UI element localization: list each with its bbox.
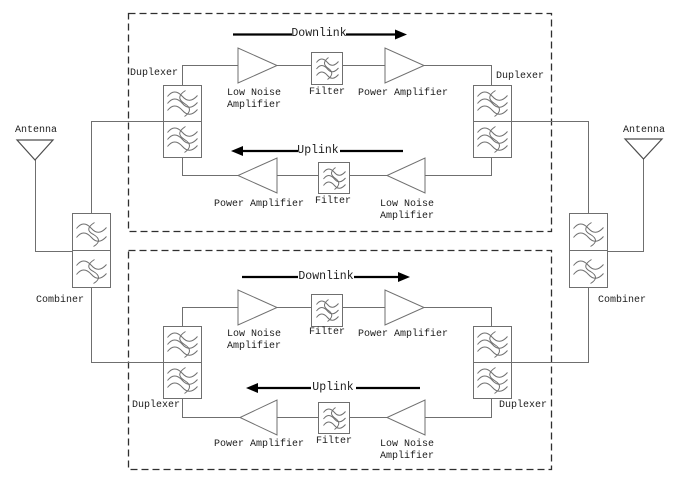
duplexer-label-bottom-left: Duplexer <box>131 400 181 411</box>
duplexer-label-bottom-right: Duplexer <box>498 400 548 411</box>
pa-label-bottom-uplink: Power Amplifier <box>213 439 305 450</box>
lna-icon-bottom-uplink <box>385 399 426 436</box>
duplexer-box-top-right <box>473 85 512 158</box>
antenna-right-label: Antenna <box>622 125 666 136</box>
combiner-box-left <box>72 213 111 288</box>
wire-right-combiner-to-bottom-duplexer <box>511 287 589 363</box>
downlink-label-bottom: Downlink <box>298 270 354 283</box>
lna-icon-bottom-downlink <box>237 289 279 326</box>
filter-label-bottom-downlink: Filter <box>308 327 346 338</box>
duplexer-box-top-left <box>163 85 202 158</box>
filter-box-top-uplink <box>318 162 350 194</box>
downlink-label-top: Downlink <box>291 27 347 40</box>
wire-top-uplink <box>182 157 492 176</box>
pa-icon-bottom-uplink <box>238 399 278 436</box>
pa-label-bottom-downlink: Power Amplifier <box>357 329 449 340</box>
lna-label-top-uplink: Low Noise Amplifier <box>379 199 435 222</box>
combiner-box-right <box>569 213 608 288</box>
pa-icon-top-uplink <box>236 157 278 194</box>
antenna-icon-left <box>15 139 55 161</box>
uplink-arrow-top <box>231 146 403 156</box>
wire-bottom-downlink <box>182 307 492 327</box>
lna-label-bottom-uplink: Low Noise Amplifier <box>379 439 435 462</box>
filter-box-bottom-uplink <box>318 402 350 434</box>
duplexer-label-top-left: Duplexer <box>129 68 179 79</box>
filter-label-top-downlink: Filter <box>308 87 346 98</box>
wire-right-combiner-to-top-duplexer <box>511 121 589 213</box>
wire-bottom-uplink <box>182 398 492 418</box>
wire-left-antenna-feed <box>35 160 72 252</box>
pa-label-top-uplink: Power Amplifier <box>213 199 305 210</box>
combiner-left-label: Combiner <box>35 295 85 306</box>
combiner-right-label: Combiner <box>597 295 647 306</box>
uplink-arrow-bottom <box>246 383 420 393</box>
filter-label-bottom-uplink: Filter <box>315 436 353 447</box>
filter-box-bottom-downlink <box>311 294 343 327</box>
lna-label-bottom-downlink: Low Noise Amplifier <box>226 329 282 352</box>
top-channel-dashed-box <box>127 12 553 233</box>
antenna-icon-right <box>623 138 664 160</box>
lna-icon-top-uplink <box>385 157 426 194</box>
lna-icon-top-downlink <box>237 47 279 84</box>
wire-right-antenna-feed <box>607 159 644 252</box>
duplexer-label-top-right: Duplexer <box>495 71 545 82</box>
uplink-label-bottom: Uplink <box>312 381 354 394</box>
pa-icon-bottom-downlink <box>384 289 426 326</box>
uplink-label-top: Uplink <box>297 144 339 157</box>
pa-label-top-downlink: Power Amplifier <box>357 88 449 99</box>
lna-label-top-downlink: Low Noise Amplifier <box>226 88 282 111</box>
downlink-arrow-top <box>233 29 407 40</box>
duplexer-box-bottom-left <box>163 326 202 399</box>
wire-left-combiner-to-bottom-duplexer <box>91 287 163 363</box>
wire-left-combiner-to-top-duplexer <box>91 121 163 213</box>
filter-box-top-downlink <box>311 52 343 85</box>
antenna-left-label: Antenna <box>14 125 58 136</box>
bottom-channel-dashed-box <box>127 249 553 471</box>
downlink-arrow-bottom <box>242 272 410 282</box>
duplexer-box-bottom-right <box>473 326 512 399</box>
pa-icon-top-downlink <box>384 47 426 84</box>
wire-top-downlink <box>182 65 492 86</box>
filter-label-top-uplink: Filter <box>314 196 352 207</box>
